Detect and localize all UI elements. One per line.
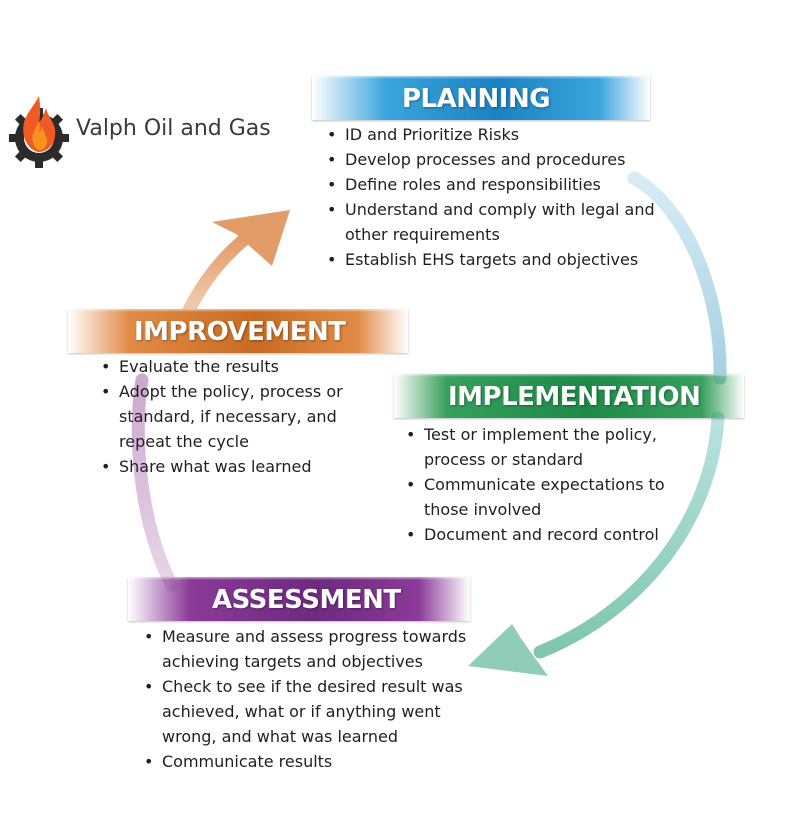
arrow-improvement-to-planning bbox=[181, 231, 253, 319]
implementation-title: IMPLEMENTATION bbox=[448, 382, 701, 412]
planning-title: PLANNING bbox=[402, 84, 551, 114]
assessment-banner: ASSESSMENT bbox=[128, 577, 470, 621]
planning-list: ID and Prioritize Risks Develop processe… bbox=[327, 122, 667, 272]
list-item: Communicate expectations to those involv… bbox=[406, 472, 696, 522]
assessment-title: ASSESSMENT bbox=[212, 585, 401, 615]
list-item: Define roles and responsibilities bbox=[327, 172, 667, 197]
arrow-implementation-to-assessment bbox=[533, 411, 725, 659]
arrowhead-planning bbox=[212, 210, 290, 266]
list-item: Develop processes and procedures bbox=[327, 147, 667, 172]
list-item: Adopt the policy, process or standard, i… bbox=[101, 379, 381, 454]
company-name: Valph Oil and Gas bbox=[76, 116, 271, 141]
list-item: Understand and comply with legal and oth… bbox=[327, 197, 667, 247]
list-item: Share what was learned bbox=[101, 454, 381, 479]
assessment-list: Measure and assess progress towards achi… bbox=[144, 624, 494, 774]
list-item: ID and Prioritize Risks bbox=[327, 122, 667, 147]
implementation-list: Test or implement the policy, process or… bbox=[406, 422, 696, 547]
flame-gear-icon bbox=[9, 96, 69, 168]
improvement-banner: IMPROVEMENT bbox=[68, 309, 408, 353]
list-item: Establish EHS targets and objectives bbox=[327, 247, 667, 272]
list-item: Check to see if the desired result was a… bbox=[144, 674, 494, 749]
company-logo: Valph Oil and Gas bbox=[6, 92, 306, 172]
list-item: Document and record control bbox=[406, 522, 696, 547]
improvement-title: IMPROVEMENT bbox=[134, 317, 346, 347]
list-item: Communicate results bbox=[144, 749, 494, 774]
planning-banner: PLANNING bbox=[312, 76, 650, 120]
implementation-banner: IMPLEMENTATION bbox=[394, 374, 744, 418]
list-item: Evaluate the results bbox=[101, 354, 381, 379]
improvement-list: Evaluate the results Adopt the policy, p… bbox=[101, 354, 381, 479]
list-item: Measure and assess progress towards achi… bbox=[144, 624, 494, 674]
list-item: Test or implement the policy, process or… bbox=[406, 422, 696, 472]
